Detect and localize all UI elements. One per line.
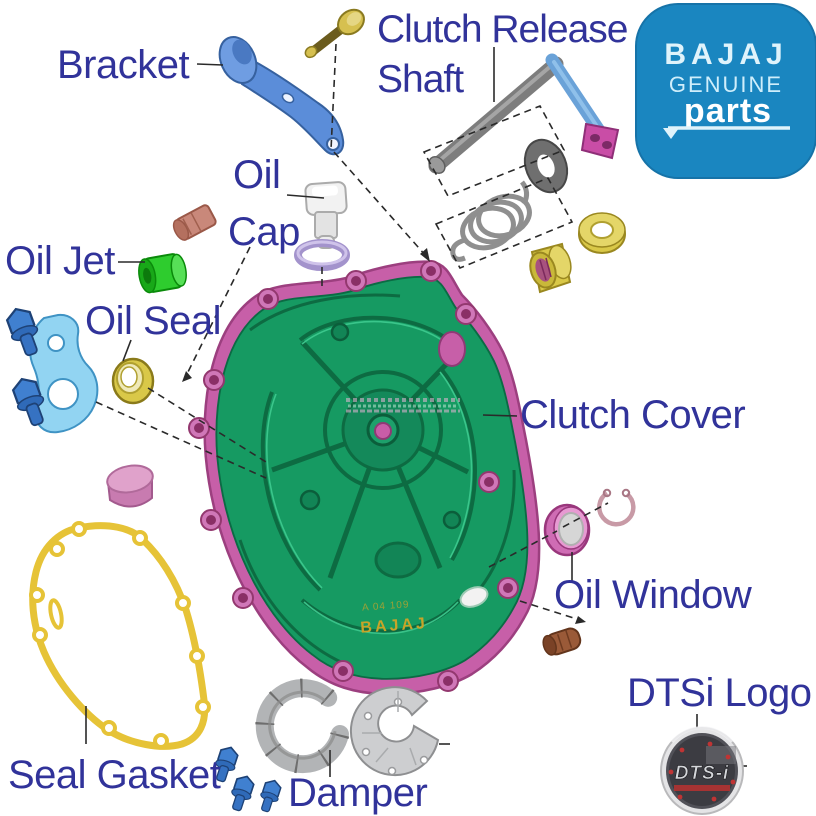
- breather-plate: [28, 313, 99, 434]
- shaft-end-clamp: [580, 122, 620, 160]
- cover-bolt: [225, 772, 258, 814]
- oil-seal: [111, 357, 155, 405]
- cover-part-code: A 04 109: [362, 599, 410, 613]
- badge-parts-text: parts: [684, 92, 772, 130]
- thrust-ring: [578, 212, 626, 254]
- cover-window-opening: [459, 586, 489, 608]
- label-oil-jet: Oil Jet: [5, 239, 115, 283]
- dowel-pin: [172, 204, 217, 241]
- part-labels: Bracket Clutch Release Shaft Oil Cap Oil…: [5, 8, 812, 815]
- dtsi-badge-text: DTS-i: [675, 763, 730, 784]
- cover-bolt: [255, 777, 285, 815]
- damper-segment-ring: [255, 678, 350, 774]
- damper-plate: [349, 686, 440, 777]
- label-clutch-release-1: Clutch Release: [377, 8, 627, 51]
- locating-dowel: [542, 627, 582, 656]
- label-oil-window: Oil Window: [554, 573, 752, 617]
- seal-gasket: [29, 521, 211, 750]
- assembly-lines: [95, 43, 609, 624]
- label-seal-gasket: Seal Gasket: [8, 753, 221, 797]
- clutch-cover: A 04 109 BAJAJ: [188, 260, 541, 696]
- leader-lines: [85, 47, 747, 777]
- label-bracket: Bracket: [57, 43, 189, 87]
- bajaj-genuine-parts-badge: BAJAJ GENUINE parts: [635, 3, 816, 179]
- label-clutch-release-2: Shaft: [377, 58, 464, 101]
- oil-cap: [304, 181, 348, 249]
- label-oil-seal: Oil Seal: [85, 299, 221, 343]
- label-oil-cap-1: Oil: [233, 153, 280, 197]
- clutch-release-shaft: [428, 53, 620, 174]
- oil-window: [543, 503, 591, 557]
- label-clutch-cover: Clutch Cover: [520, 393, 745, 437]
- cover-brand-text: BAJAJ: [360, 615, 428, 637]
- bracket: [218, 36, 345, 156]
- o-ring: [294, 239, 350, 271]
- cover-pink-port: [438, 331, 466, 367]
- cover-highlights: [265, 320, 473, 635]
- cover-rim-bolt-holes: [188, 260, 519, 692]
- torsion-spring: [450, 180, 532, 262]
- label-oil-cap-2: Cap: [228, 210, 300, 254]
- label-dtsi-logo: DTSi Logo: [627, 671, 811, 715]
- badge-brand-text: BAJAJ: [664, 38, 787, 71]
- needle-bushing: [529, 242, 572, 294]
- badge-genuine-text: GENUINE: [669, 72, 783, 97]
- badge-underline-arrow: [663, 128, 679, 139]
- circlip: [597, 488, 636, 527]
- cover-markings: A 04 109 BAJAJ: [360, 599, 428, 637]
- bracket-bolt: [304, 8, 365, 59]
- label-damper: Damper: [288, 771, 427, 815]
- watermark: [346, 398, 460, 413]
- oil-jet: [138, 253, 187, 294]
- plug-cap: [106, 464, 154, 508]
- dtsi-badge: DTS-i: [660, 726, 744, 815]
